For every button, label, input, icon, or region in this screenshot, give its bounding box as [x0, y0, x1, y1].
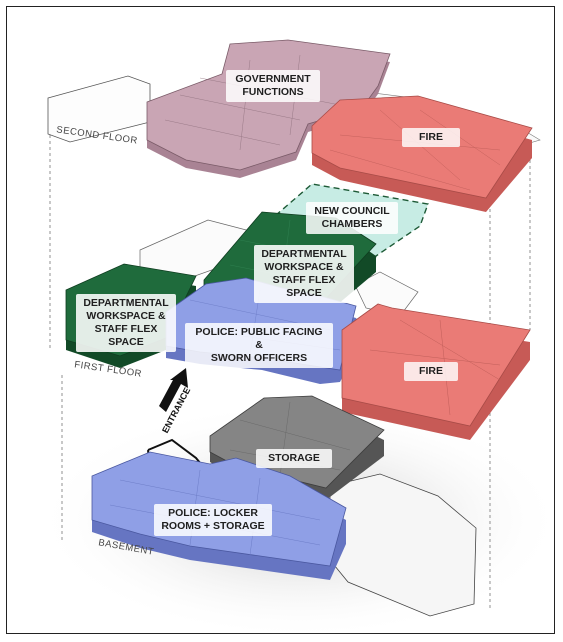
storage-label: STORAGE [256, 449, 332, 468]
dept-workspace-center-label: DEPARTMENTAL WORKSPACE & STAFF FLEX SPAC… [254, 245, 354, 303]
government-functions-label: GOVERNMENT FUNCTIONS [226, 70, 320, 102]
basement-outline [329, 473, 477, 617]
police-public-facing-label: POLICE: PUBLIC FACING & SWORN OFFICERS [185, 323, 333, 368]
police-basement-label: POLICE: LOCKER ROOMS + STORAGE [154, 504, 272, 536]
council-chambers-label: NEW COUNCIL CHAMBERS [306, 202, 398, 234]
dept-workspace-left-label: DEPARTMENTAL WORKSPACE & STAFF FLEX SPAC… [76, 294, 176, 352]
fire-second-floor-label: FIRE [402, 128, 460, 147]
fire-second-floor-block [311, 95, 533, 212]
entrance-arrow-icon [159, 368, 188, 412]
first-floor-outline-right [354, 271, 419, 317]
fire-first-floor-label: FIRE [404, 362, 458, 381]
